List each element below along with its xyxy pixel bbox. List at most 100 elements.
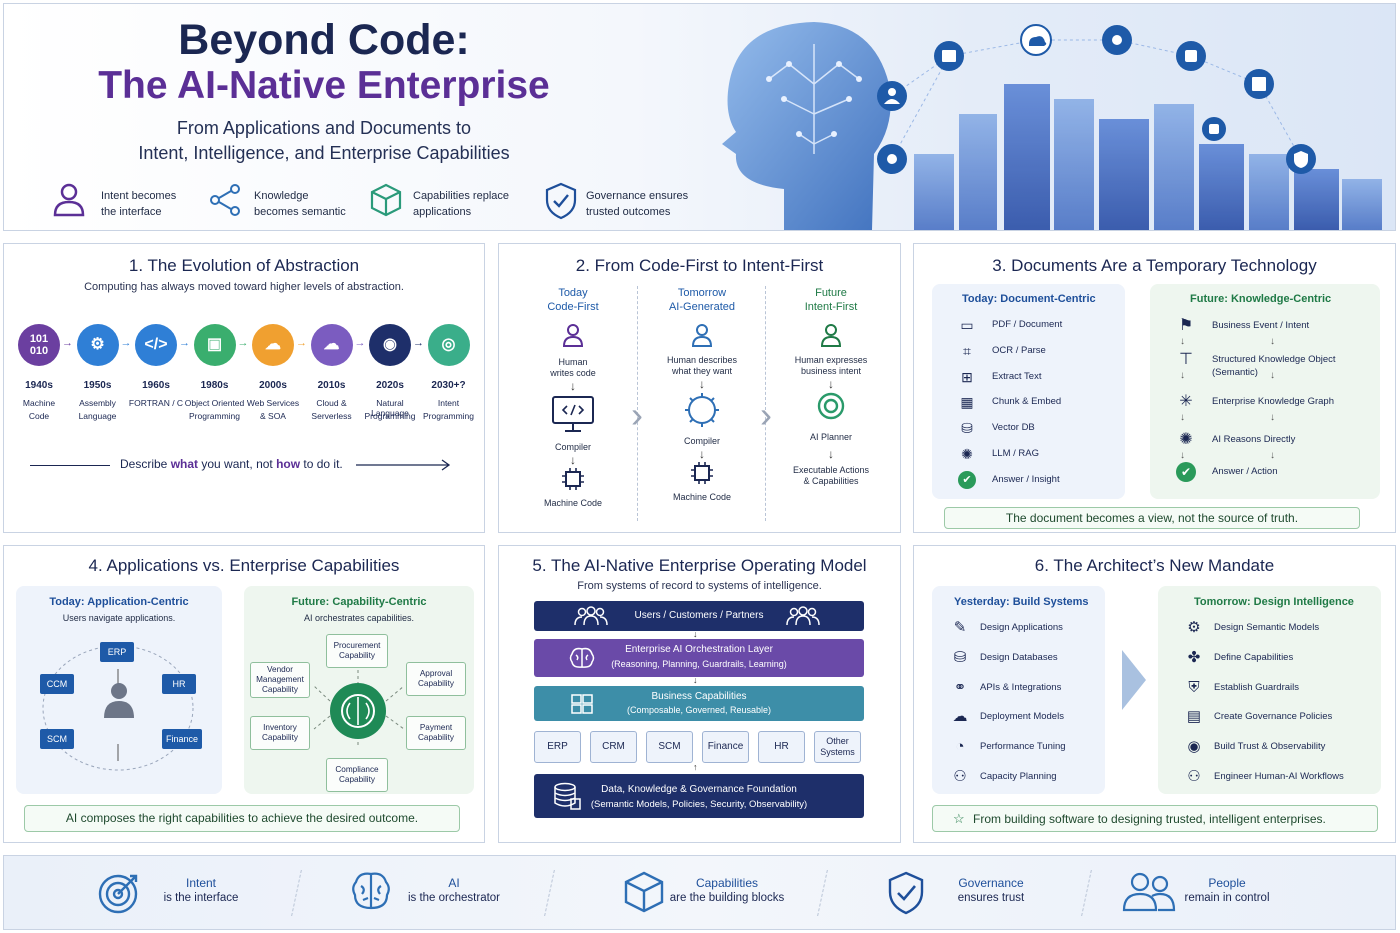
capability-label: Vendor xyxy=(267,665,293,674)
capability-label: Payment xyxy=(419,723,453,732)
arrow-down-icon: ↓ xyxy=(1270,450,1275,461)
subtitle-line2: Intent, Intelligence, and Enterprise Cap… xyxy=(138,143,510,163)
era-year: 1980s xyxy=(200,380,229,391)
extract-icon: ⊞ xyxy=(961,368,973,385)
col-2-d2: what they want xyxy=(671,366,733,376)
pencil-icon: ✎ xyxy=(953,619,967,636)
doc-step: LLM / RAG xyxy=(992,448,1039,459)
footer-divider xyxy=(544,870,555,916)
app-box[interactable]: SCM xyxy=(40,729,74,749)
panel-applications: 4. Applications vs. Enterprise Capabilit… xyxy=(3,545,485,843)
col-1-mid: Compiler xyxy=(554,442,591,452)
era-label-1: Machine xyxy=(22,398,56,408)
era-year: 2030+? xyxy=(431,380,466,391)
puzzle-icon: ✤ xyxy=(1187,648,1201,666)
mandate-old-item: Performance Tuning xyxy=(980,741,1066,753)
system-box[interactable]: Finance xyxy=(702,731,749,763)
era-year: 2010s xyxy=(317,380,346,391)
app-box[interactable]: ERP xyxy=(100,642,134,662)
mandate-new-item: Engineer Human-AI Workflows xyxy=(1214,771,1344,782)
col-1-h2: Code-First xyxy=(547,301,599,313)
col-3-bottom1: Executable Actions xyxy=(792,465,870,475)
arrow-right-icon: → xyxy=(179,337,190,349)
panel-operating-model: 5. The AI-Native Enterprise Operating Mo… xyxy=(498,545,901,843)
knowledge-step: Enterprise Knowledge Graph xyxy=(1212,396,1334,407)
knowledge-step: Structured Knowledge Object xyxy=(1212,354,1336,365)
era-year: 1960s xyxy=(142,380,170,391)
era-year: 1950s xyxy=(83,380,112,391)
knowledge-step: Answer / Action xyxy=(1212,466,1278,477)
col-2-h2: AI-Generated xyxy=(668,301,736,313)
col-1-h1: Today xyxy=(558,287,588,299)
era-label-2: Programming xyxy=(188,411,241,421)
col-2-h1: Tomorrow xyxy=(677,287,727,299)
capability-links xyxy=(313,664,405,748)
panel-architect: 6. The Architect’s New Mandate Yesterday… xyxy=(913,545,1396,843)
era-label-2: Programming xyxy=(364,411,416,421)
bc-title: Business Capabilities xyxy=(651,691,747,702)
era-label-2: Code xyxy=(28,411,50,421)
graph-icon: ✳ xyxy=(1179,393,1193,410)
chevron-right-icon xyxy=(1122,650,1146,710)
arrow-right-icon: → xyxy=(354,337,366,349)
header-banner: Beyond Code: The AI-Native Enterprise Fr… xyxy=(3,3,1396,231)
tagline-line-left xyxy=(30,465,110,466)
col-3-mid: AI Planner xyxy=(809,432,853,442)
mandate-old-item: Deployment Models xyxy=(980,711,1064,723)
mandate-old-item: APIs & Integrations xyxy=(980,681,1062,693)
app-box[interactable]: CCM xyxy=(40,674,74,694)
tagline-how: how xyxy=(276,457,301,471)
app-ring xyxy=(42,645,194,771)
panel-code-to-intent: 2. From Code-First to Intent-First › › T… xyxy=(498,243,901,533)
people-icon: ⚇ xyxy=(953,768,967,785)
capability-label: Compliance xyxy=(335,765,379,774)
code-icon: </> xyxy=(135,324,177,366)
monitor-code-icon xyxy=(551,395,595,433)
era-label-1: Cloud & xyxy=(316,398,347,408)
mandate-new-item: Establish Guardrails xyxy=(1214,681,1300,693)
pillar-2-l1: Knowledge xyxy=(254,190,309,202)
capability-label: Capability xyxy=(262,685,298,694)
system-box[interactable]: ERP xyxy=(534,731,581,763)
doc-step: Answer / Insight xyxy=(992,473,1060,485)
cloud-icon: ☁ xyxy=(252,324,294,366)
check-circle-icon: ✔ xyxy=(1176,462,1196,482)
arrow-down-icon: ↓ xyxy=(693,629,698,639)
capability-label: Inventory xyxy=(263,723,297,732)
capability-label: Procurement xyxy=(333,641,381,650)
system-box[interactable]: SCM xyxy=(646,731,693,763)
doc-step: Chunk & Embed xyxy=(992,396,1062,408)
system-box[interactable]: HR xyxy=(758,731,805,763)
app-box[interactable]: Finance xyxy=(162,729,202,749)
users-label: Users / Customers / Partners xyxy=(634,610,764,621)
right-sub: AI orchestrates capabilities. xyxy=(303,613,415,623)
people-icon xyxy=(1122,870,1176,914)
col-3-h2: Intent-First xyxy=(804,301,858,313)
panel-documents: 3. Documents Are a Temporary Technology … xyxy=(913,243,1396,533)
panel-3-footer: The document becomes a view, not the sou… xyxy=(944,507,1360,529)
user-avatar-icon xyxy=(104,682,134,718)
left-title: Today: Document-Centric xyxy=(962,293,1096,305)
people-icon: ⚇ xyxy=(1187,768,1201,785)
arrow-down-icon: ↓ xyxy=(1270,370,1275,381)
chip-icon xyxy=(561,467,585,491)
capability-label: Management xyxy=(256,675,304,684)
era-label-1: FORTRAN / C xyxy=(128,398,184,408)
app-box[interactable]: HR xyxy=(162,674,196,694)
system-box[interactable]: CRM xyxy=(590,731,637,763)
cloud-gear-icon: ☁ xyxy=(952,708,968,726)
shield-check-icon: ⛨ xyxy=(1188,678,1200,696)
era-label-2: Serverless xyxy=(311,411,352,421)
era-year: 1940s xyxy=(25,380,53,391)
footer-subtitle: remain in control xyxy=(1184,892,1270,904)
pillar-1-l1: Intent becomes xyxy=(101,190,177,202)
